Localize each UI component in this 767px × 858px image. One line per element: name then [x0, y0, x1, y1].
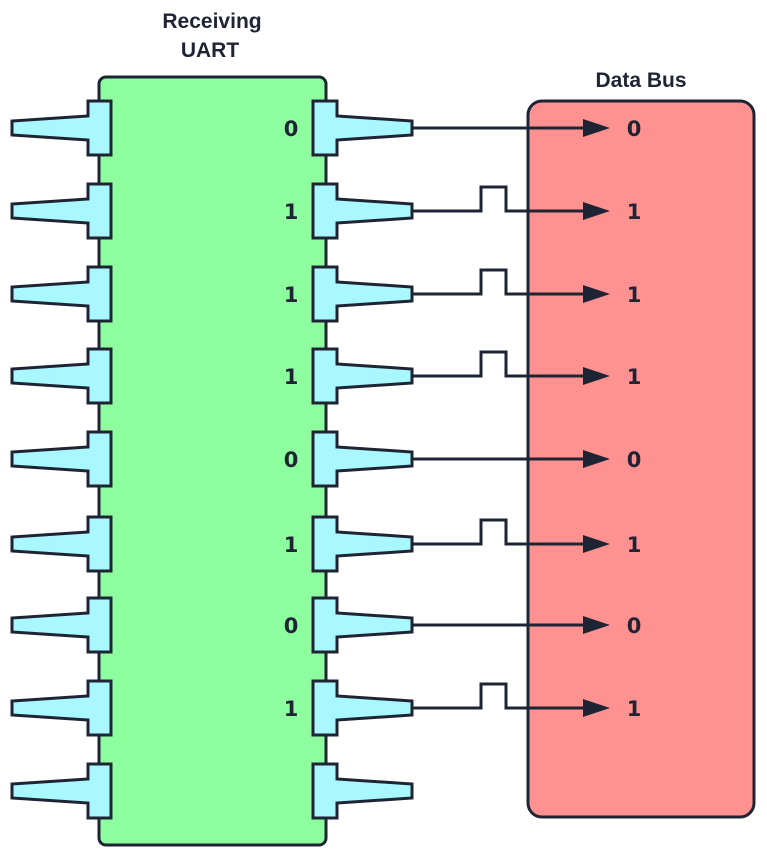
uart-pin-left — [10, 265, 113, 323]
uart-left-pins — [10, 99, 113, 820]
uart-bit-label: 0 — [284, 117, 299, 141]
uart-pin-right — [311, 347, 414, 405]
uart-pin-left — [10, 347, 113, 405]
data-bus-bit-labels: 0 1 1 1 0 1 0 1 — [627, 117, 642, 721]
data-bus-bit-label: 1 — [627, 283, 642, 307]
bit-wire — [412, 268, 585, 296]
arrowhead-icon — [583, 367, 610, 385]
uart-bit-label: 0 — [284, 448, 299, 472]
uart-pin-right — [311, 679, 414, 737]
bit-wire — [412, 185, 585, 213]
uart-pin-right — [311, 596, 414, 654]
uart-pin-right — [311, 515, 414, 573]
uart-pin-left — [10, 182, 113, 240]
data-bus-bit-label: 0 — [627, 117, 642, 141]
uart-pin-left — [10, 430, 113, 488]
arrowhead-icon — [583, 616, 610, 634]
uart-bit-label: 1 — [284, 200, 299, 224]
uart-title-line1: Receiving — [162, 10, 261, 33]
uart-pin-left — [10, 762, 113, 820]
uart-pin-right — [311, 99, 414, 157]
arrowhead-icon — [583, 285, 610, 303]
arrowhead-icon — [583, 202, 610, 220]
data-bus-bit-label: 1 — [627, 200, 642, 224]
uart-pin-right — [311, 430, 414, 488]
uart-bit-label: 1 — [284, 283, 299, 307]
data-bus-bit-label: 1 — [627, 533, 642, 557]
uart-bit-labels: 0 1 1 1 0 1 0 1 — [284, 117, 299, 721]
uart-pin-right — [311, 762, 414, 820]
bit-wire — [412, 350, 585, 378]
bit-wire — [412, 682, 585, 710]
uart-bit-label: 1 — [284, 697, 299, 721]
bit-wires — [412, 119, 610, 717]
uart-pin-left — [10, 679, 113, 737]
arrowhead-icon — [583, 119, 610, 137]
uart-bit-label: 0 — [284, 614, 299, 638]
uart-right-pins — [311, 99, 414, 820]
arrowhead-icon — [583, 450, 610, 468]
uart-title-line2: UART — [181, 39, 239, 62]
uart-bit-label: 1 — [284, 533, 299, 557]
uart-pin-left — [10, 596, 113, 654]
data-bus-title: Data Bus — [595, 69, 686, 92]
uart-pin-right — [311, 265, 414, 323]
uart-pin-left — [10, 515, 113, 573]
bit-wire — [412, 518, 585, 546]
uart-pin-right — [311, 182, 414, 240]
data-bus-bit-label: 0 — [627, 614, 642, 638]
uart-bit-label: 1 — [284, 365, 299, 389]
data-bus-bit-label: 1 — [627, 365, 642, 389]
arrowhead-icon — [583, 535, 610, 553]
uart-pin-left — [10, 99, 113, 157]
arrowhead-icon — [583, 699, 610, 717]
data-bus-bit-label: 0 — [627, 448, 642, 472]
data-bus-bit-label: 1 — [627, 697, 642, 721]
